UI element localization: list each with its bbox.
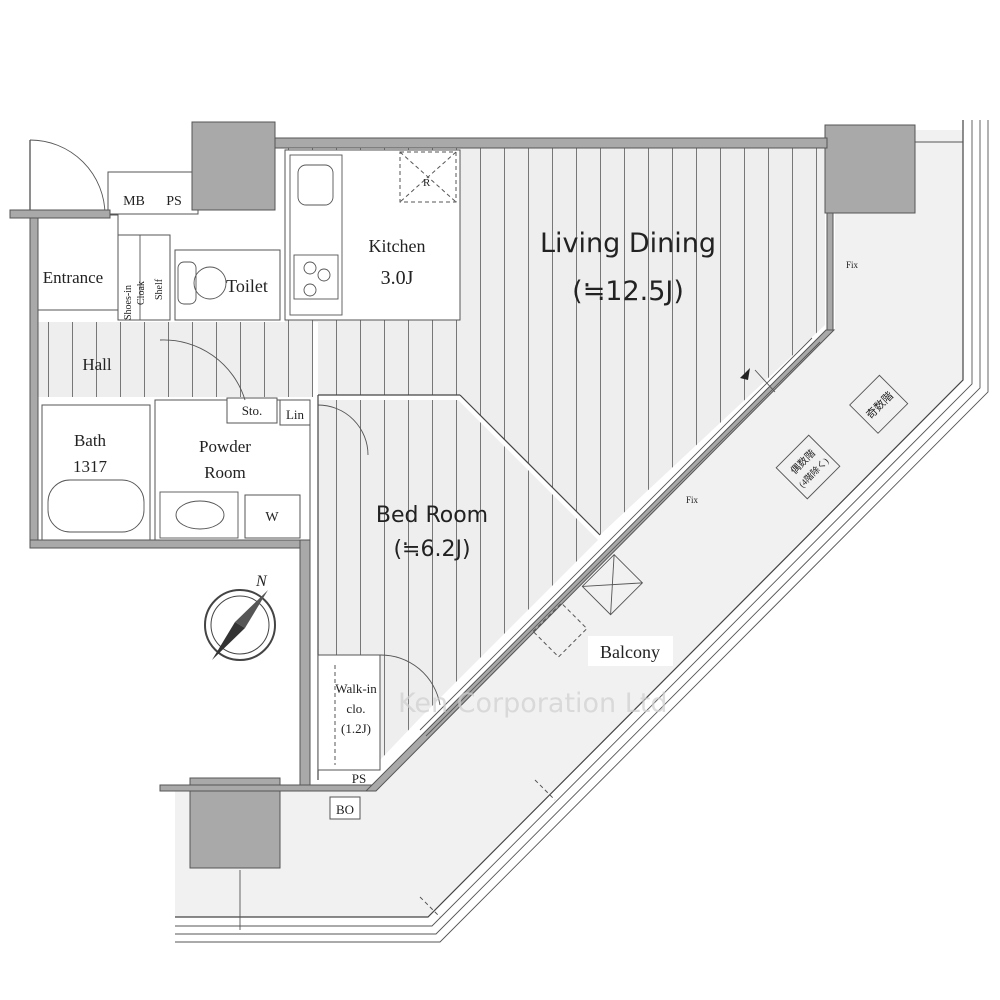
pipe-space-label-bottom: PS — [352, 771, 366, 786]
compass-north-label: N — [255, 573, 268, 590]
bedroom-label: Bed Room — [376, 503, 488, 528]
shoes-in-label: Shoes-in — [123, 285, 134, 320]
meter-box-label: MB — [123, 194, 145, 209]
walkin-closet-label-line2: clo. — [346, 701, 365, 716]
powder-room-label-line2: Room — [204, 463, 246, 482]
bo-label: BO — [336, 802, 354, 817]
living-dining-label: Living Dining — [540, 228, 716, 259]
bath-label: Bath — [74, 431, 107, 450]
washer-label: W — [265, 510, 279, 525]
compass-icon: N — [204, 573, 276, 661]
walkin-closet-label: Walk-in — [335, 681, 377, 696]
storage-label: Sto. — [242, 403, 263, 418]
fix-window-label-1: Fix — [846, 260, 859, 270]
kitchen: R — [284, 149, 461, 321]
entrance-area — [29, 139, 281, 321]
labels: Living Dining (≒12.5J) Kitchen 3.0J Bed … — [43, 194, 859, 820]
fix-window-label-2: Fix — [686, 495, 699, 505]
watermark: Ken Corporation Ltd — [398, 688, 668, 719]
wet-area — [41, 339, 369, 541]
entrance-label: Entrance — [43, 268, 103, 287]
pipe-space-label-top: PS — [166, 194, 182, 209]
balcony-label: Balcony — [600, 642, 660, 662]
powder-room-label: Powder — [199, 437, 251, 456]
bath-size: 1317 — [73, 457, 108, 476]
walkin-closet-size: (1.2J) — [341, 721, 371, 736]
hall-label: Hall — [82, 355, 112, 374]
hall-floor — [38, 322, 313, 397]
living-dining-size: (≒12.5J) — [572, 276, 684, 307]
refrigerator-label: R — [423, 177, 431, 189]
cloak-label: Cloak — [136, 281, 147, 305]
bedroom-floor — [318, 400, 598, 760]
shelf-label: Shelf — [154, 278, 165, 300]
window-lines — [317, 337, 821, 780]
bedroom-size: (≒6.2J) — [393, 537, 470, 562]
kitchen-size: 3.0J — [381, 267, 414, 289]
linen-label: Lin — [286, 407, 305, 422]
toilet-label: Toilet — [226, 276, 268, 296]
kitchen-label: Kitchen — [369, 236, 426, 256]
